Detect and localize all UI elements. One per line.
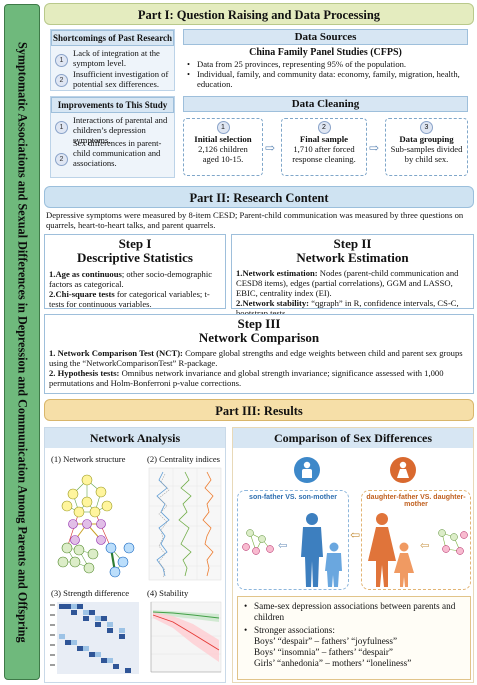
arrow-right-icon: ⇨ bbox=[265, 141, 276, 155]
part2-title: Part II: Research Content bbox=[44, 186, 474, 208]
data-source-bullet: Individual, family, and community data: … bbox=[187, 69, 468, 89]
step-1-text: 2,126 children aged 10-15. bbox=[198, 144, 248, 164]
step-1-title: Initial selection bbox=[194, 134, 252, 144]
step3-title: Network Comparison bbox=[198, 330, 320, 345]
step2-label: Step II bbox=[333, 236, 372, 251]
side-title: Symptomatic Associations and Sexual Diff… bbox=[15, 41, 30, 643]
comparison-title: Comparison of Sex Differences bbox=[233, 428, 473, 448]
data-cleaning-title: Data Cleaning bbox=[183, 96, 468, 112]
data-sources-box: Data Sources China Family Panel Studies … bbox=[183, 29, 468, 91]
arrow-left-icon: ⇦ bbox=[278, 540, 288, 552]
male-icon bbox=[294, 457, 320, 483]
father-son-figure bbox=[301, 513, 342, 587]
shortcomings-title: Shortcomings of Past Research bbox=[51, 30, 174, 46]
step3-box: Step III Network Comparison 1. Network C… bbox=[44, 314, 474, 394]
cfps-title: China Family Panel Studies (CFPS) bbox=[249, 47, 402, 58]
part2-intro: Depressive symptoms were measured by 8-i… bbox=[46, 210, 464, 230]
improvements-box: Improvements to This Study 1 Interaction… bbox=[50, 96, 175, 178]
improvement-number-1: 1 bbox=[55, 121, 68, 134]
findings-list: Same-sex depression associations between… bbox=[244, 601, 464, 669]
step-3-text: Sub-samples divided by child sex. bbox=[390, 144, 463, 164]
mother-daughter-figure bbox=[368, 513, 414, 587]
female-icon bbox=[390, 457, 416, 483]
step2-point-1: 1.Network estimation: Nodes (parent-chil… bbox=[236, 268, 459, 298]
step-number-3: 3 bbox=[420, 121, 433, 134]
finding-sub-item: Boys’ “insomnia” – fathers’ “despair” bbox=[254, 647, 393, 657]
part3-section: Part III: Results Network Analysis (1) N… bbox=[44, 399, 474, 685]
centrality-indices-plot bbox=[148, 467, 222, 581]
step1-point-2: 2.Chi-square tests for categorical varia… bbox=[49, 289, 210, 309]
arrow-left-icon: ⇦ bbox=[350, 528, 361, 542]
shortcoming-number-2: 2 bbox=[55, 74, 68, 87]
step1-point-1: 1.Age as continuous; other socio-demogra… bbox=[49, 269, 213, 289]
son-comparison-label: son-father VS. son-mother bbox=[249, 494, 337, 501]
finding-sub-item: Girls’ “anhedonia” – mothers’ “lonelines… bbox=[254, 658, 412, 668]
part2-section: Part II: Research Content Depressive sym… bbox=[44, 186, 474, 394]
data-sources-title: Data Sources bbox=[183, 29, 468, 45]
step-number-1: 1 bbox=[216, 121, 230, 134]
side-banner: Symptomatic Associations and Sexual Diff… bbox=[4, 4, 40, 680]
data-sources-list: Data from 25 provinces, representing 95%… bbox=[183, 59, 468, 89]
step1-box: Step I Descriptive Statistics 1.Age as c… bbox=[44, 234, 226, 309]
arrow-left-icon: ⇦ bbox=[420, 540, 430, 552]
daughter-comparison-box: daughter-father VS. daughter-mother ⇦ bbox=[361, 490, 471, 590]
shortcomings-box: Shortcomings of Past Research 1 Lack of … bbox=[50, 29, 175, 91]
step3-label: Step III bbox=[237, 316, 281, 331]
network-analysis-panel: Network Analysis (1) Network structure (… bbox=[44, 427, 226, 683]
strength-difference-matrix bbox=[50, 602, 139, 674]
step-3-title: Data grouping bbox=[399, 134, 454, 144]
part3-title: Part III: Results bbox=[44, 399, 474, 421]
step-2-title: Final sample bbox=[299, 134, 349, 144]
step1-label: Step I bbox=[118, 236, 152, 251]
cleaning-step-2: 2 Final sample 1,710 after forced respon… bbox=[281, 118, 367, 176]
finding-item: Stronger associations: Boys’ “despair” –… bbox=[244, 625, 464, 669]
network-structure-graph bbox=[57, 474, 135, 578]
data-cleaning-box: Data Cleaning 1 Initial selection 2,126 … bbox=[183, 96, 468, 178]
improvement-item-1: Interactions of parental and children’s … bbox=[73, 115, 168, 145]
part1-title: Part I: Question Raising and Data Proces… bbox=[44, 3, 474, 25]
step-2-text: 1,710 after forced response cleaning. bbox=[292, 144, 356, 164]
arrow-right-icon: ⇨ bbox=[369, 141, 380, 155]
improvements-title: Improvements to This Study bbox=[51, 97, 174, 113]
part1-section: Part I: Question Raising and Data Proces… bbox=[44, 3, 474, 182]
step-number-2: 2 bbox=[317, 121, 331, 134]
network-analysis-title: Network Analysis bbox=[45, 428, 225, 448]
finding-item: Same-sex depression associations between… bbox=[244, 601, 464, 623]
step3-point-2: 2. Hypothesis tests: Omnibus network inv… bbox=[49, 368, 444, 388]
cleaning-step-1: 1 Initial selection 2,126 children aged … bbox=[183, 118, 263, 176]
daughter-comparison-label: daughter-father VS. daughter-mother bbox=[366, 494, 466, 508]
daughter-network-graph bbox=[438, 529, 468, 555]
step1-title: Descriptive Statistics bbox=[77, 250, 193, 265]
step3-point-1: 1. Network Comparison Test (NCT): Compar… bbox=[49, 348, 463, 368]
son-comparison-box: son-father VS. son-mother ⇦ bbox=[237, 490, 349, 590]
shortcoming-item-1: Lack of integration at the symptom level… bbox=[73, 48, 160, 68]
step2-box: Step II Network Estimation 1.Network est… bbox=[231, 234, 474, 318]
finding-sub-item: Boys’ “despair” – fathers’ “joyfulness” bbox=[254, 636, 398, 646]
son-network-graph bbox=[242, 529, 274, 555]
panel-label-4: (4) Stability bbox=[147, 588, 189, 598]
data-source-bullet: Data from 25 provinces, representing 95%… bbox=[187, 59, 468, 69]
improvement-number-2: 2 bbox=[55, 153, 68, 166]
panel-label-1: (1) Network structure bbox=[51, 454, 126, 464]
panel-label-2: (2) Centrality indices bbox=[147, 454, 221, 464]
cleaning-step-3: 3 Data grouping Sub-samples divided by c… bbox=[385, 118, 468, 176]
comparison-panel: Comparison of Sex Differences son-father… bbox=[232, 427, 474, 683]
stability-plot bbox=[150, 601, 222, 673]
shortcoming-number-1: 1 bbox=[55, 54, 68, 67]
shortcoming-item-2: Insufficient investigation of potential … bbox=[73, 69, 169, 89]
improvement-item-2: Sex differences in parent-child communic… bbox=[73, 138, 162, 168]
step2-title: Network Estimation bbox=[296, 250, 409, 265]
findings-box: Same-sex depression associations between… bbox=[237, 596, 471, 680]
panel-label-3: (3) Strength difference bbox=[51, 588, 130, 598]
step2-point-2: 2.Network stability: “qgraph” in R, conf… bbox=[236, 298, 459, 318]
